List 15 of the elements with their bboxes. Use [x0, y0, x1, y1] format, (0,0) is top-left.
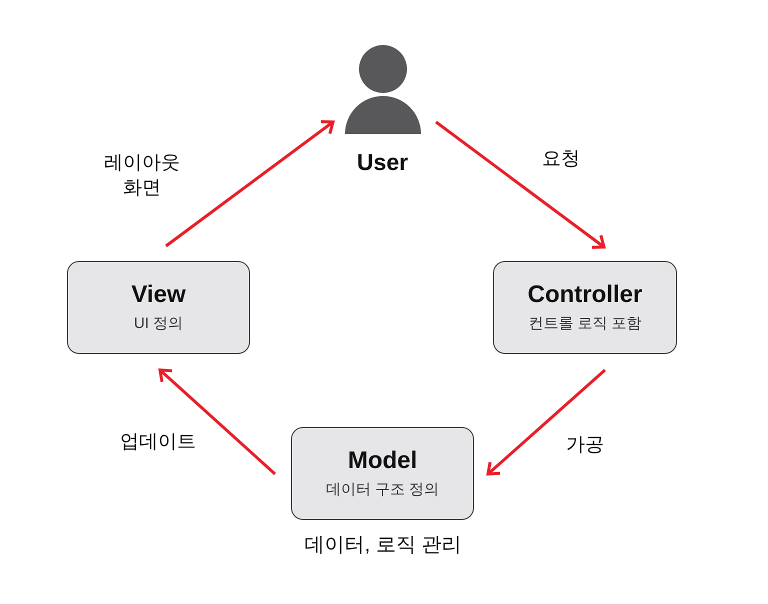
- process-box: [67, 261, 250, 354]
- arrow: [435, 120, 606, 249]
- arrow: [158, 368, 276, 476]
- box-title: Controller: [528, 282, 642, 308]
- arrow: [486, 368, 606, 476]
- node-caption: 데이터, 로직 관리: [304, 533, 462, 558]
- box-title: Model: [348, 448, 418, 474]
- box-subtitle: 데이터 구조 정의: [326, 481, 440, 500]
- arrow: [165, 120, 334, 248]
- process-box: [493, 261, 677, 354]
- box-title: View: [131, 282, 186, 308]
- process-box: [291, 427, 474, 520]
- box-subtitle: UI 정의: [134, 315, 184, 334]
- box-subtitle: 컨트롤 로직 포함: [528, 315, 642, 334]
- person-label: User: [356, 150, 408, 176]
